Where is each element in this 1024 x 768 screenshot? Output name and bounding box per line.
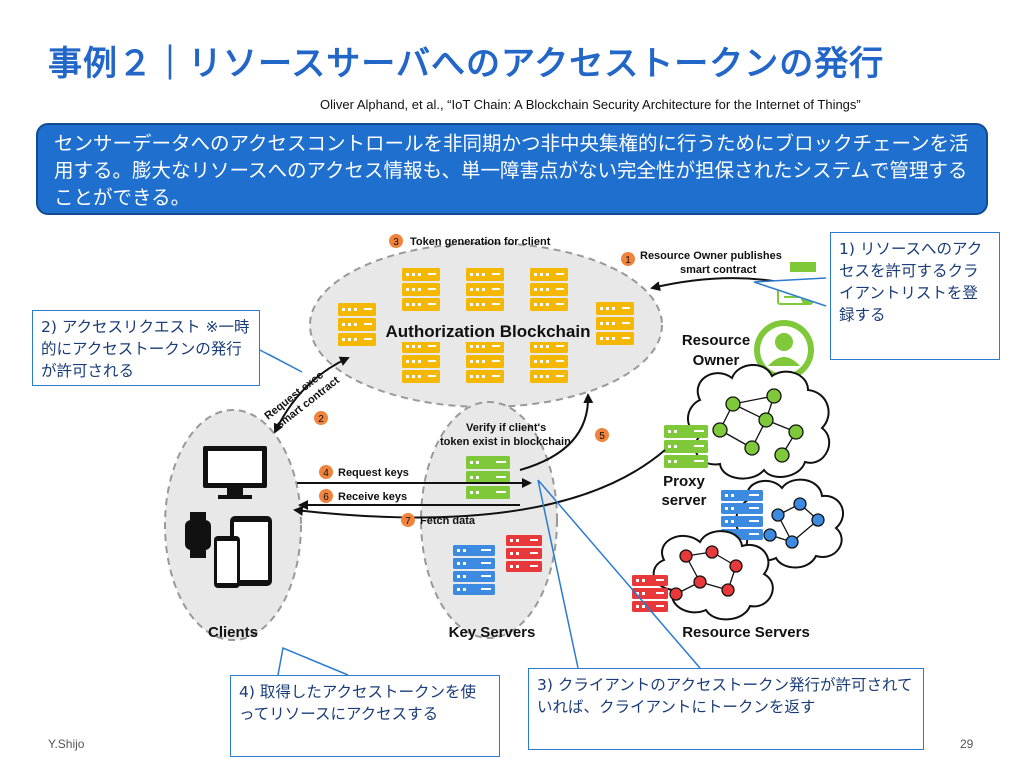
step5-label-1: Verify if client's (466, 422, 546, 434)
footer-author: Y.Shijo (48, 737, 85, 751)
blockchain-label: Authorization Blockchain (386, 322, 591, 341)
step6-label: Receive keys (338, 491, 407, 503)
citation: Oliver Alphand, et al., “IoT Chain: A Bl… (320, 97, 861, 112)
key-server-green (466, 456, 510, 499)
arrow-step1 (650, 277, 781, 292)
callout-step3: 3) クライアントのアクセストークン発行が許可されていれば、クライアントにトーク… (528, 668, 924, 750)
page-title: 事例２｜リソースサーバへのアクセストークンの発行 (48, 44, 885, 84)
monitor-icon (203, 446, 267, 499)
svg-text:3: 3 (393, 237, 399, 248)
summary-banner: センサーデータへのアクセスコントロールを非同期かつ非中央集権的に行うためにブロッ… (36, 123, 988, 215)
arrow-step2 (273, 356, 350, 434)
owner-label-2: Owner (693, 352, 740, 369)
step4-label: Request keys (338, 467, 409, 479)
callout1-pointer (753, 277, 827, 307)
footer-page-number: 29 (960, 737, 974, 751)
resource-cloud-blue (735, 478, 844, 569)
key-servers-label: Key Servers (449, 624, 536, 641)
callout2-pointer (255, 347, 303, 373)
arrow-step5 (519, 393, 594, 471)
step-badges: 3 1 2 4 5 6 7 (314, 234, 635, 527)
step1-label-1: Resource Owner publishes (640, 250, 782, 262)
blue-network-nodes (763, 497, 825, 549)
callout3-pointer-a (537, 479, 579, 669)
owner-label-1: Resource (682, 332, 750, 349)
callout-step4: 4) 取得したアクセストークンを使ってリソースにアクセスする (230, 675, 500, 757)
red-network-nodes (669, 545, 743, 601)
callout4-pointer (277, 646, 349, 676)
svg-text:7: 7 (405, 516, 411, 527)
red-resource-server (632, 575, 668, 612)
svg-text:1: 1 (625, 255, 631, 266)
proxy-label-1: Proxy (663, 473, 705, 490)
key-server-red (506, 535, 542, 572)
phone-icon (214, 536, 240, 588)
svg-text:2: 2 (318, 414, 324, 425)
step3-label: Token generation for client (410, 236, 551, 248)
arrow-step7 (293, 449, 666, 519)
callout-step2: 2) アクセスリクエスト ※一時的にアクセストークンの発行が許可される (32, 310, 260, 386)
callout-step1: 1) リソースへのアクセスを許可するクライアントリストを登録する (830, 232, 1000, 360)
proxy-server (664, 425, 708, 468)
svg-text:4: 4 (323, 468, 329, 479)
callout3-pointer-b (537, 479, 701, 669)
svg-text:5: 5 (599, 431, 605, 442)
proxy-label-2: server (661, 492, 706, 509)
resource-servers-label: Resource Servers (682, 624, 810, 641)
smartwatch-icon (185, 512, 211, 558)
clients-label: Clients (208, 624, 258, 641)
step1-label-2: smart contract (680, 264, 757, 276)
svg-text:6: 6 (323, 492, 329, 503)
step7-label: Fetch data (420, 515, 476, 527)
green-network-nodes (712, 388, 804, 463)
step5-label-2: token exist in blockchain (440, 436, 571, 448)
